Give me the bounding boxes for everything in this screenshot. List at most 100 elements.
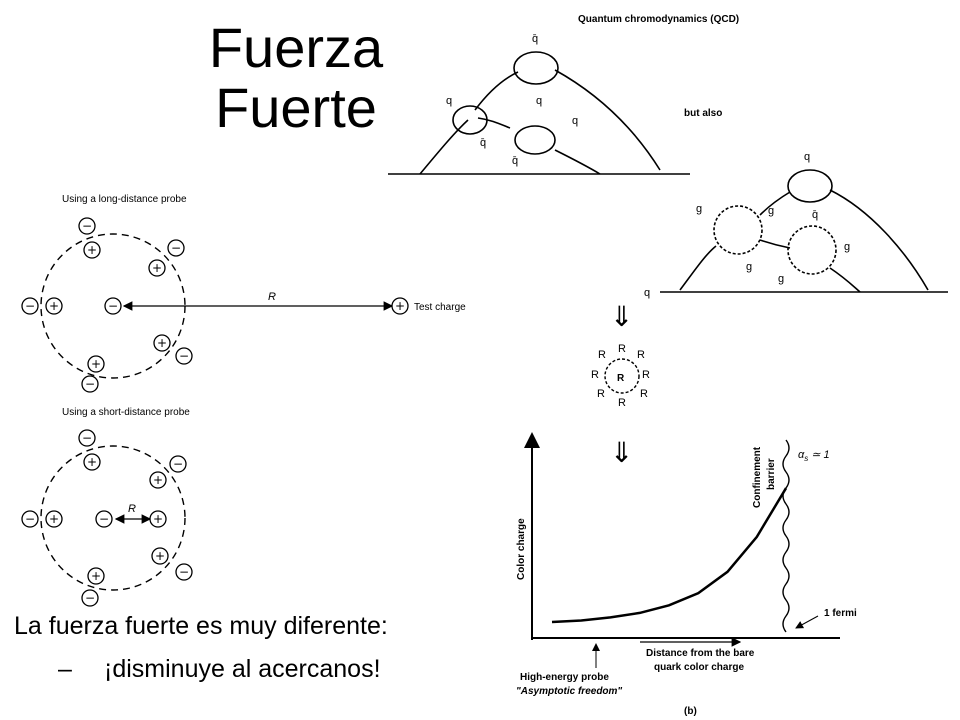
gluon-line [829,267,861,293]
gluon-line [474,71,519,111]
positive-charge [149,471,167,489]
label-gluon: g [844,241,850,253]
gluon-line [554,69,661,171]
charge-sign: − [99,512,109,526]
charge-sign: + [91,357,101,371]
sub-bullet-dash: – [58,655,72,683]
label-gluon: g [768,205,774,217]
charge-sign: + [153,473,163,487]
color-charge-curve [551,487,788,624]
quark-loop [513,51,559,85]
positive-charge [87,355,105,373]
label-antiquark: q̄ [480,137,486,149]
distance-label: R [268,291,276,303]
qcd-gluon-loop-diagram [660,169,948,293]
gluon-line [477,117,511,129]
title-line-1: Fuerza [208,16,384,79]
charge-sign: − [171,241,181,255]
negative-charge [78,217,96,235]
label-antiquark: q̄ [532,33,538,45]
quark-loop [452,105,488,135]
positive-charge [83,453,101,471]
color-charge-chart [524,432,840,668]
charge-sign: − [82,431,92,445]
ring-outer: R [640,388,648,400]
ring-outer: R [637,349,645,361]
charge-sign: − [173,457,183,471]
positive-charge [149,510,167,528]
main-bullet: La fuerza fuerte es muy diferente: [14,612,388,640]
quark-loop [787,169,833,203]
test-charge-label: Test charge [414,302,466,313]
qcd-loop-diagram [388,51,690,175]
distance-label: R [128,503,136,515]
label-gluon: g [778,273,784,285]
probe-label-2: "Asymptotic freedom" [516,686,622,697]
gluon-loop [787,225,837,275]
ring-center: R [617,373,625,384]
chart-x-label-1: Distance from the bare [646,648,755,659]
negative-charge [21,297,39,315]
confinement-barrier-line [782,439,790,633]
label-quark: q [644,287,650,299]
chart-x-label-2: quark color charge [654,662,744,673]
charge-sign: − [85,377,95,391]
short-probe-label: Using a short-distance probe [62,407,190,418]
charge-sign: − [179,565,189,579]
quark-loop [514,125,556,155]
fermi-label: 1 fermi [824,608,857,619]
negative-charge [21,510,39,528]
long-probe-label: Using a long-distance probe [62,194,187,205]
charge-sign: − [108,299,118,313]
label-antiquark: q̄ [812,209,818,221]
ring-outer: R [618,397,626,409]
charge-sign: + [49,512,59,526]
negative-charge [167,239,185,257]
gluon-loop [713,205,763,255]
charge-sign: − [179,349,189,363]
positive-charge [45,510,63,528]
panel-label: (b) [684,706,697,717]
negative-charge [81,589,99,607]
negative-charge [175,563,193,581]
positive-charge [45,297,63,315]
gluon-line [679,245,717,291]
label-quark: q [446,95,452,107]
gluon-line [419,119,469,175]
label-gluon: g [746,261,752,273]
negative-charge [169,455,187,473]
negative-charge [175,347,193,365]
slide-title: Fuerza Fuerte [196,18,396,138]
positive-charge [87,567,105,585]
positive-charge [391,297,409,315]
ring-outer: R [591,369,599,381]
chart-y-label: Color charge [516,518,527,580]
sub-bullet-text: ¡disminuye al acercanos! [104,655,381,683]
sub-bullet: – ¡disminuye al acercanos! [58,655,381,684]
gluon-line [829,189,929,291]
barrier-label-1: Confinement [752,446,763,508]
positive-charge [83,241,101,259]
title-line-2: Fuerte [215,76,377,139]
label-quark: q [572,115,578,127]
but-also-label: but also [684,108,722,119]
ring-outer: R [618,343,626,355]
positive-charge [148,259,166,277]
charge-sign: + [157,336,167,350]
negative-charge [95,510,113,528]
down-arrow-icon: ⇓ [610,300,633,333]
barrier-label-2: barrier [766,458,777,490]
fermi-pointer [795,615,819,629]
probe-label-1: High-energy probe [520,672,609,683]
color-charge-ring: R R R R R R R R R [591,343,650,409]
label-antiquark: q̄ [512,155,518,167]
negative-charge [78,429,96,447]
ring-outer: R [598,349,606,361]
charge-sign: + [155,549,165,563]
charge-sign: − [25,299,35,313]
charge-sign: + [49,299,59,313]
positive-charge [153,334,171,352]
charge-sign: + [87,455,97,469]
label-quark: q [536,95,542,107]
